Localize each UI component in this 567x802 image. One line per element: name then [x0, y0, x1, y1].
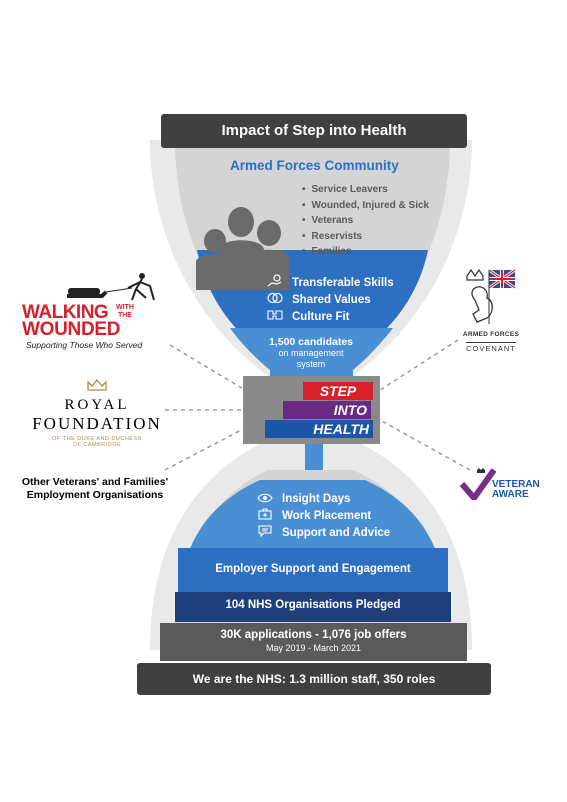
veteran-line2: AWARE — [492, 489, 529, 500]
walking-line1: WALKING — [22, 302, 109, 323]
walking-with-the: WITH THE — [116, 304, 134, 320]
support-label: Work Placement — [282, 509, 372, 522]
applications-text: 30K applications - 1,076 job offers — [220, 629, 407, 641]
armed-forces-covenant-logo: ARMED FORCES COVENANT — [456, 266, 526, 356]
candidates-sub1: on management — [278, 348, 344, 358]
candidates-sub2: system — [296, 359, 326, 369]
support-label: Insight Days — [282, 492, 351, 505]
walking-tagline: Supporting Those Who Served — [26, 340, 143, 350]
community-bullet-list: Service Leavers Wounded, Injured & Sick … — [302, 182, 430, 260]
linked-rings-icon — [264, 292, 286, 307]
covenant-line1: ARMED FORCES — [462, 331, 520, 338]
support-label: Support and Advice — [282, 526, 391, 539]
skill-label: Shared Values — [292, 293, 371, 306]
nhs-band-bg — [175, 592, 451, 622]
footer-banner: We are the NHS: 1.3 million staff, 350 r… — [137, 663, 491, 695]
veteran-line1: VETERAN — [492, 479, 540, 490]
first-aid-kit-icon — [254, 508, 276, 523]
other-line2: Employment Organisations — [26, 489, 164, 501]
skill-label: Transferable Skills — [292, 276, 394, 289]
step-into-health-logo: STEP INTO HEALTH — [243, 376, 380, 444]
employer-band: Employer Support and Engagement — [215, 563, 411, 575]
community-heading: Armed Forces Community — [230, 158, 399, 173]
skill-item: Shared Values — [264, 291, 394, 308]
chat-bubble-icon — [254, 525, 276, 540]
checkmark-icon — [460, 468, 496, 500]
connector-lines — [164, 339, 471, 471]
royal-sub2: OF CAMBRIDGE — [72, 442, 122, 448]
skill-item: Culture Fit — [264, 308, 394, 325]
lion-flag-crest-icon — [466, 268, 516, 324]
walking-with: WITH — [116, 304, 134, 311]
bullet-item: Wounded, Injured & Sick — [302, 198, 430, 214]
skill-item: Transferable Skills — [264, 274, 394, 291]
royal-foundation-logo: ROYAL FOUNDATION OF THE DUKE AND DUCHESS… — [26, 378, 168, 448]
crown-icon — [87, 378, 107, 391]
candidates-count: 1,500 candidates — [268, 336, 354, 348]
nhs-band: 104 NHS Organisations Pledged — [225, 599, 401, 611]
support-item: Insight Days — [254, 490, 390, 507]
veteran-aware-logo: VETERAN AWARE — [460, 466, 550, 506]
walking-line2: WOUNDED — [22, 319, 121, 340]
bullet-item: Reservists — [302, 229, 429, 245]
support-item: Work Placement — [254, 507, 390, 524]
skill-label: Culture Fit — [292, 310, 350, 323]
walking-with-the-wounded-logo: WALKING WITH THE WOUNDED Supporting Thos… — [22, 272, 170, 350]
date-range: May 2019 - March 2021 — [265, 643, 362, 653]
logo-into: INTO — [283, 401, 371, 419]
puzzle-icon — [264, 309, 286, 324]
royal-line2: FOUNDATION — [32, 414, 162, 433]
logo-health: HEALTH — [265, 420, 373, 438]
royal-sub1: OF THE DUKE AND DUCHESS — [52, 436, 142, 442]
other-line1: Other Veterans' and Families' — [21, 476, 169, 488]
support-item: Support and Advice — [254, 524, 390, 541]
bullet-item: Veterans — [302, 213, 429, 229]
sled-hauler-icon — [67, 273, 155, 301]
support-list: Insight Days Work Placement Support and … — [254, 490, 390, 541]
eye-icon — [254, 492, 276, 506]
employer-band-bg — [178, 548, 448, 592]
hand-coin-icon — [264, 274, 286, 291]
applications-box: 30K applications - 1,076 job offers May … — [160, 623, 467, 661]
skills-list: Transferable Skills Shared Values Cultur… — [264, 274, 394, 325]
royal-line1: ROYAL — [64, 397, 130, 413]
bullet-item: Service Leavers — [302, 182, 429, 198]
logo-step: STEP — [303, 382, 373, 400]
neck-sand — [230, 328, 393, 378]
other-organisations: Other Veterans' and Families' Employment… — [10, 476, 180, 502]
candidates-block: 1,500 candidates on management system — [268, 337, 354, 370]
bullet-item: Families — [302, 244, 429, 260]
page-title: Impact of Step into Health — [161, 114, 467, 148]
people-silhouette-icon — [196, 207, 289, 290]
covenant-line2: COVENANT — [466, 342, 516, 353]
walking-the: THE — [117, 312, 132, 319]
